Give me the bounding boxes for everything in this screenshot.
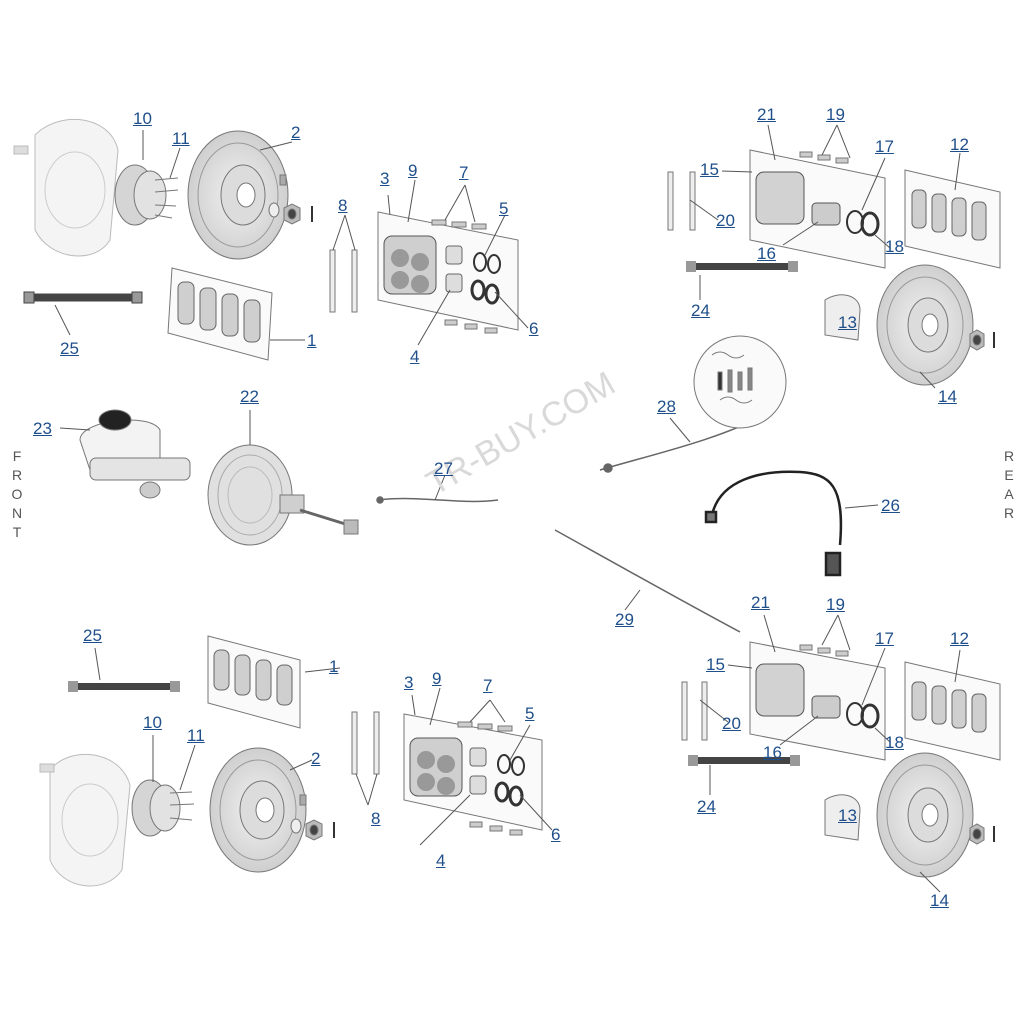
callout-part[interactable]: 12	[950, 135, 969, 154]
rear-label: REAR	[1003, 448, 1015, 521]
callout-part[interactable]: 7	[459, 163, 469, 182]
callout-part[interactable]: 28	[657, 397, 676, 416]
callout-part[interactable]: 27	[434, 459, 453, 478]
leader-lines	[54, 124, 961, 893]
caliper-bottom	[403, 713, 543, 836]
callout-part[interactable]: 3	[404, 673, 414, 692]
callout-part[interactable]: 6	[529, 319, 539, 338]
rear-rotor-bottom	[824, 752, 995, 878]
callout-part[interactable]: 9	[432, 669, 442, 688]
callout-part[interactable]: 25	[83, 626, 102, 645]
abs-sensor-wire	[704, 470, 843, 577]
brake-pads-top-left	[167, 267, 273, 361]
callout-part[interactable]: 29	[615, 610, 634, 629]
callout-part[interactable]: 17	[875, 137, 894, 156]
callout-part[interactable]: 14	[938, 387, 957, 406]
callout-part[interactable]: 25	[60, 339, 79, 358]
callout-part[interactable]: 7	[483, 676, 493, 695]
callout-part[interactable]: 12	[950, 629, 969, 648]
brake-hose-bottom-left	[68, 681, 180, 692]
callout-part[interactable]: 11	[187, 726, 205, 745]
callout-part[interactable]: 15	[700, 160, 719, 179]
callout-part[interactable]: 24	[697, 797, 716, 816]
front-label: FRONT	[11, 448, 23, 540]
brake-hose-top-left	[23, 291, 143, 304]
callout-part[interactable]: 26	[881, 496, 900, 515]
callout-part[interactable]: 5	[525, 704, 535, 723]
rear-pads-top	[904, 169, 1001, 269]
rear-hose-top	[686, 261, 798, 272]
rear-caliper-bottom	[749, 641, 886, 761]
callout-part[interactable]: 3	[380, 169, 390, 188]
callout-part[interactable]: 1	[307, 331, 317, 350]
callout-part[interactable]: 11	[172, 129, 190, 148]
callout-part[interactable]: 23	[33, 419, 52, 438]
callout-part[interactable]: 19	[826, 105, 845, 124]
callout-part[interactable]: 4	[410, 347, 420, 366]
callout-part[interactable]: 13	[838, 313, 857, 332]
callout-part[interactable]: 1	[329, 657, 339, 676]
callout-part[interactable]: 15	[706, 655, 725, 674]
callout-part[interactable]: 18	[885, 733, 904, 752]
rear-clips-bottom	[681, 681, 708, 741]
master-cylinder-booster	[79, 409, 359, 546]
rear-pads-bottom	[904, 661, 1001, 761]
rear-hose-bottom	[688, 755, 800, 766]
callout-part[interactable]: 6	[551, 825, 561, 844]
callout-part[interactable]: 5	[499, 199, 509, 218]
caliper-top	[377, 211, 519, 334]
callout-part[interactable]: 2	[291, 123, 301, 142]
front-left-top-assembly	[13, 118, 313, 260]
callout-part[interactable]: 4	[436, 851, 446, 870]
callout-part[interactable]: 24	[691, 301, 710, 320]
callout-part[interactable]: 10	[133, 109, 152, 128]
callout-part[interactable]: 16	[763, 743, 782, 762]
callout-part[interactable]: 18	[885, 237, 904, 256]
callout-part[interactable]: 20	[722, 714, 741, 733]
callout-part[interactable]: 22	[240, 387, 259, 406]
callout-part[interactable]: 8	[371, 809, 381, 828]
pad-clips-bottom-left	[351, 711, 380, 806]
callout-part[interactable]: 2	[311, 749, 321, 768]
callout-part[interactable]: 14	[930, 891, 949, 910]
callout-part[interactable]: 9	[408, 161, 418, 180]
hardware-kit	[693, 335, 787, 429]
rear-clips-top	[667, 171, 696, 231]
callout-part[interactable]: 21	[751, 593, 770, 612]
callout-part[interactable]: 17	[875, 629, 894, 648]
callout-part[interactable]: 10	[143, 713, 162, 732]
callout-part[interactable]: 8	[338, 196, 348, 215]
callout-part[interactable]: 13	[838, 806, 857, 825]
rear-caliper-top	[749, 149, 886, 269]
front-left-bottom-assembly	[39, 747, 335, 887]
brake-pads-bottom-left	[207, 635, 301, 729]
callout-part[interactable]: 16	[757, 244, 776, 263]
callout-part[interactable]: 19	[826, 595, 845, 614]
rear-rotor-top	[824, 264, 995, 386]
callout-part[interactable]: 21	[757, 105, 776, 124]
callout-part[interactable]: 20	[716, 211, 735, 230]
pad-clips-top-left	[329, 214, 358, 313]
